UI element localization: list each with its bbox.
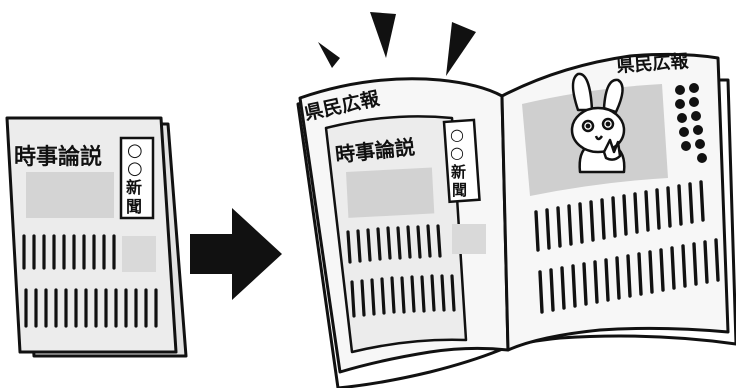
newspaper: 時事論説 ○ ○ 新 聞 [5, 116, 188, 358]
newspaper-text-lines-top [22, 234, 116, 270]
newspaper-ad-block [122, 236, 156, 272]
magazine-inner-photo [345, 167, 435, 218]
burst-marks [318, 12, 476, 76]
magazine-inner-ad [452, 224, 486, 254]
newspaper-masthead-char-1: 新 [126, 178, 142, 197]
magazine-inner-char-1: 新 [451, 163, 466, 181]
newspaper-masthead [119, 136, 155, 220]
newspaper-masthead-circle-1: ○ [127, 140, 143, 161]
newspaper-masthead-char-2: 聞 [126, 197, 142, 216]
newspaper-masthead-circle-2: ○ [127, 158, 143, 179]
magazine-right-lines-top [534, 180, 705, 252]
magazine-spine [500, 95, 510, 351]
magazine: 県民広報 県民広報 時事論説 ○ ○ 新 聞 [296, 12, 736, 388]
magazine-inner-masthead [442, 118, 481, 204]
newspaper-headline: 時事論説 [14, 144, 102, 170]
magazine-inner-newspaper: 時事論説 ○ ○ 新 聞 [324, 115, 486, 354]
magazine-inner-lines-top [346, 224, 442, 264]
magazine-right-lines-bottom [538, 238, 720, 314]
newspaper-photo-block [26, 172, 114, 218]
right-arrow-icon [190, 208, 282, 300]
magazine-inner-lines-bottom [350, 274, 456, 318]
magazine-title-right: 県民広報 [616, 50, 690, 77]
magazine-inner-char-2: 聞 [452, 181, 467, 199]
newspaper-text-lines-bottom [24, 288, 158, 328]
magazine-inner-circle-2: ○ [450, 143, 464, 162]
magazine-inner-circle-1: ○ [450, 125, 464, 144]
rabbit-mascot-icon [570, 72, 626, 174]
magazine-dots [675, 83, 707, 163]
